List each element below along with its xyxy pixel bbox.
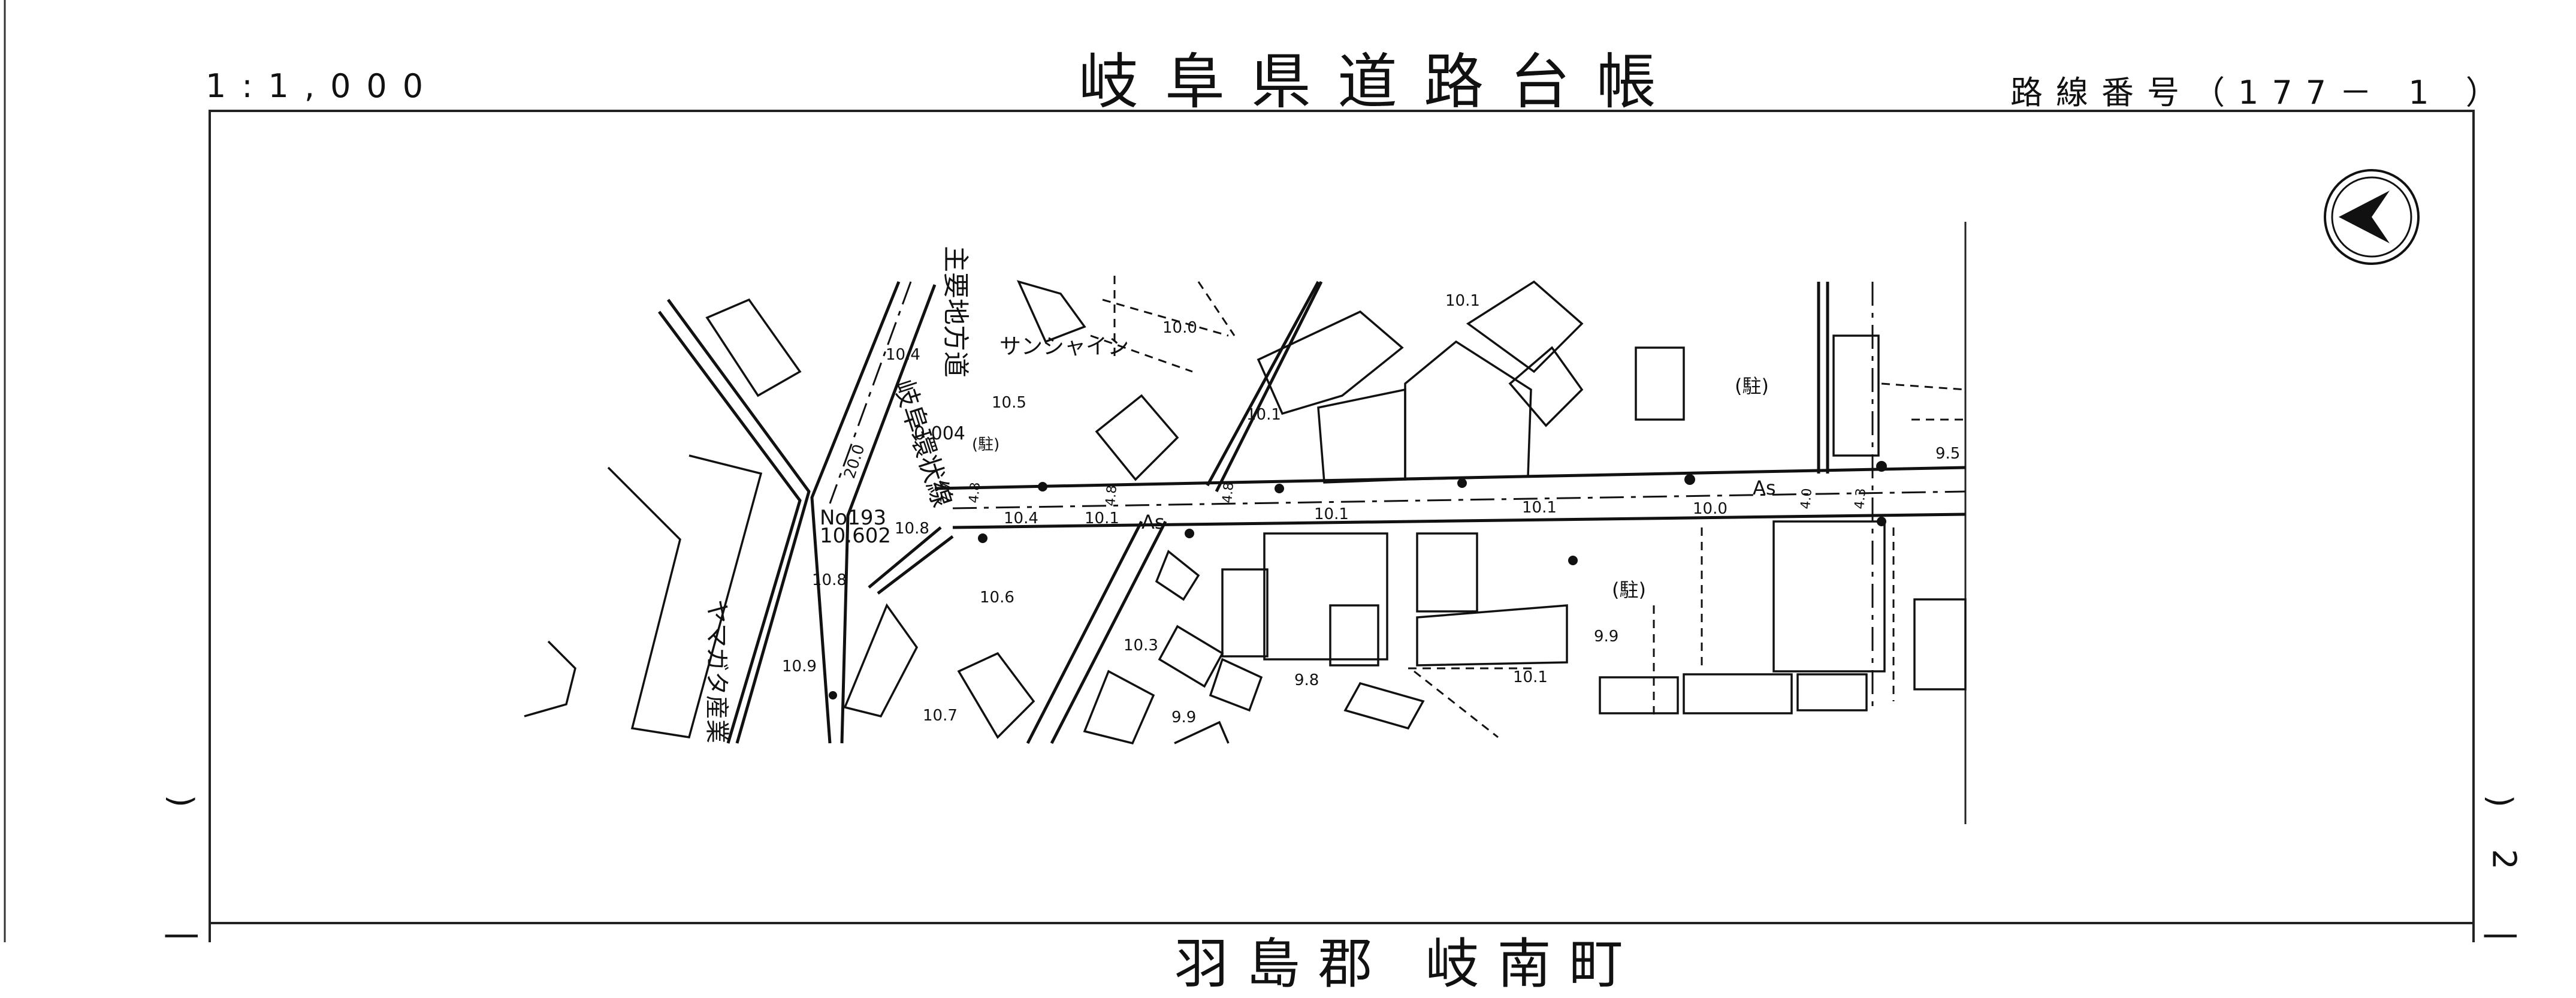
elevation-label: 10.4 xyxy=(886,346,920,364)
scale-label: 1:1,000 xyxy=(206,67,439,105)
road-width-label: 4.8 xyxy=(1220,481,1237,503)
elevation-label: 10.1 xyxy=(1445,292,1480,310)
elevation-labels: 10.4 10.5 10.0 10.1 10.1 10.8 10.4 10.1 … xyxy=(782,292,1960,726)
label-station-elevation: 10.602 xyxy=(820,524,891,548)
road-width-labels: 7.7 4.8 4.8 4.8 4.0 4.3 xyxy=(938,481,1869,509)
elevation-label: 10.9 xyxy=(782,658,817,676)
label-pavement-1: As xyxy=(1141,511,1165,533)
road-width-label: 4.3 xyxy=(1852,487,1869,509)
building-outlines xyxy=(524,280,1967,745)
label-parking-1: (駐) xyxy=(972,436,999,454)
elevation-label: 10.8 xyxy=(812,571,847,589)
label-parking-3: (駐) xyxy=(1612,578,1646,601)
elevation-label: 10.1 xyxy=(1085,509,1119,527)
map-frame xyxy=(209,110,2475,942)
elevation-label: 10.8 xyxy=(895,520,929,538)
north-arrow-icon xyxy=(2324,169,2420,265)
elevation-label: 9.9 xyxy=(1171,708,1196,726)
elevation-label: 10.5 xyxy=(992,394,1026,412)
label-yamagata: ヤマガタ産業 xyxy=(703,599,730,743)
elevation-label: 10.1 xyxy=(1513,668,1548,686)
label-pavement-2: As xyxy=(1753,477,1776,499)
elevation-label: 10.6 xyxy=(980,589,1014,607)
road-width-label: 4.0 xyxy=(1798,487,1815,509)
road-ledger-map: ヤマガタ産業 サンシャイン 主要地方道 岐阜環状線 No193 10.602 0… xyxy=(4,0,2475,942)
road-width-label: 7.7 xyxy=(938,481,955,503)
road-centerlines xyxy=(829,281,1966,707)
survey-points xyxy=(829,461,1887,699)
sheet-title: 岐阜県道路台帳 xyxy=(1079,47,1683,117)
road-width-label: 4.8 xyxy=(1103,484,1120,506)
label-major-road: 主要地方道 xyxy=(940,246,971,378)
elevation-label: 10.1 xyxy=(1314,505,1349,523)
label-sunshine: サンシャイン xyxy=(999,334,1129,359)
elevation-label: 10.3 xyxy=(1124,637,1158,655)
label-station-number: No193 xyxy=(820,506,886,530)
road-width-label: 4.8 xyxy=(967,481,983,503)
label-parking-2: (駐) xyxy=(1735,375,1769,397)
label-distance: 0.004 xyxy=(914,423,965,444)
elevation-label: 9.9 xyxy=(1594,628,1618,646)
elevation-label: 10.1 xyxy=(1246,406,1281,424)
elevation-label: 10.7 xyxy=(923,707,958,725)
elevation-label: 10.4 xyxy=(1004,509,1038,527)
elevation-label: 10.0 xyxy=(1162,319,1197,337)
elevation-label: 9.8 xyxy=(1294,671,1319,689)
elevation-label: 10.0 xyxy=(1693,500,1728,518)
elevation-label: 9.5 xyxy=(1935,445,1960,463)
route-number-label: 路線番号（177－ 1 ） xyxy=(2010,74,2511,111)
elevation-label: 10.1 xyxy=(1522,499,1557,517)
lot-boundaries xyxy=(1090,276,1966,738)
